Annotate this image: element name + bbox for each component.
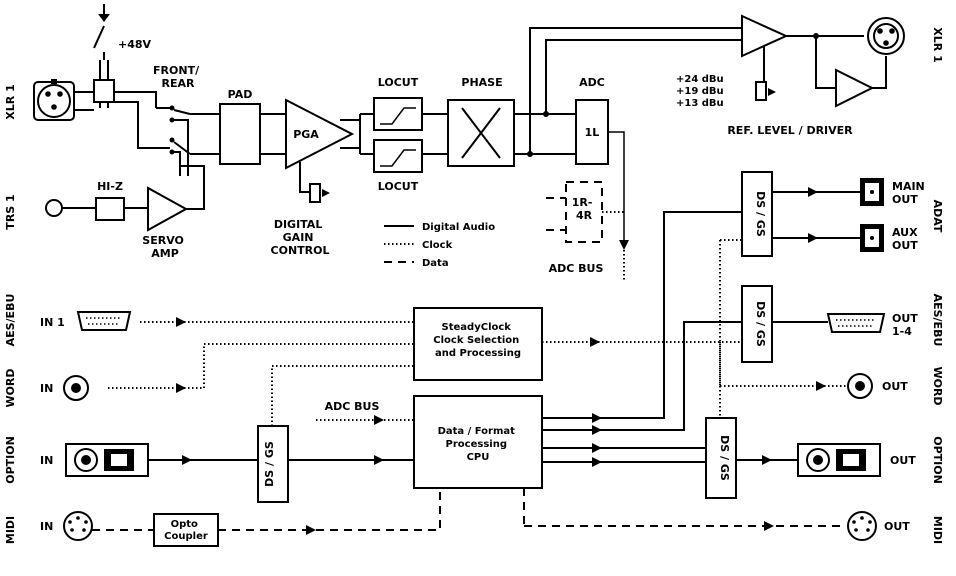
dsgs-block-option-in [257,425,289,503]
label-word-out: WORD [931,366,944,405]
dsgs-label-adat: DS / GS [754,191,767,237]
phantom-label: +48V [118,38,152,51]
aux-out-label: AUX OUT [892,226,921,252]
word-out-label: OUT [882,380,908,393]
aes-out-label: OUT 1-4 [892,312,922,338]
cpu-label: Data / Format Processing CPU [438,426,519,463]
adat-main-out-connector [860,178,884,206]
ref-level-switch [755,81,767,101]
xlr-output-connector [867,17,905,55]
hiz-block [95,197,125,221]
dsgs-label-aes: DS / GS [754,301,767,347]
gain-control-symbol [309,183,321,203]
output-feedback-amp [835,68,875,108]
digital-gain-label: DIGITAL GAIN CONTROL [271,218,330,257]
label-trs-in: TRS 1 [4,194,17,229]
word-in-label: IN [40,382,53,395]
label-aes-out: AES/EBU [931,294,944,347]
legend-data: Data [422,258,449,269]
aes-in-label: IN 1 [40,316,65,329]
label-word-in: WORD [4,368,17,407]
phantom-switch [93,4,115,108]
adc-label: ADC [579,76,605,89]
pga-label: PGA [293,128,319,141]
adc-bus-label: ADC BUS [549,262,604,275]
label-xlr-out: XLR 1 [931,27,944,62]
option-out-connector [797,443,881,477]
midi-out-label: OUT [884,520,910,533]
locut-label-bottom: LOCUT [378,180,419,193]
option-in-connector [65,443,149,477]
midi-in-label: IN [40,520,53,533]
word-in-connector [63,375,89,401]
servo-amp [147,186,189,232]
front-rear-label: FRONT/ REAR [153,64,203,90]
aes-in-connector [76,311,132,331]
servo-amp-label: SERVO AMP [142,234,187,260]
dsgs-label-option: DS / GS [718,435,731,481]
adc-1l-label: 1L [585,126,600,139]
main-out-label: MAIN OUT [892,180,929,206]
dsgs-block-option [705,417,737,499]
pad-block [219,103,261,165]
xlr-input-connector [33,79,75,121]
ref-levels-label: +24 dBu +19 dBu +13 dBu [676,74,727,109]
aes-out-connector [826,313,886,333]
option-out-label: OUT [890,454,916,467]
pad-label: PAD [228,88,253,101]
label-midi-in: MIDI [4,516,17,544]
steadyclock-block [413,307,543,381]
trs-input-jack [45,199,63,217]
option-in-label: IN [40,454,53,467]
label-option-in: OPTION [4,436,17,484]
opto-coupler-block [153,513,219,547]
cpu-block [413,395,543,489]
label-midi-out: MIDI [931,516,944,544]
locut-label-top: LOCUT [378,76,419,89]
phase-label: PHASE [461,76,502,89]
legend-clock: Clock [422,240,453,251]
adat-aux-out-connector [860,224,884,252]
label-option-out: OPTION [931,436,944,484]
midi-in-connector [63,511,93,541]
legend: Digital Audio Clock Data [384,222,495,269]
locut-block-bottom [373,139,423,173]
adc-1r4r-block [565,181,603,243]
adc-1r4r-label: 1R- 4R [572,196,597,222]
dsgs-label-option-in: DS / GS [263,441,276,487]
locut-block-top [373,97,423,131]
dsgs-block-adat [741,171,773,257]
adc-bus-in-label: ADC BUS [325,400,380,413]
label-xlr-in: XLR 1 [4,84,17,119]
legend-digital-audio: Digital Audio [422,222,495,233]
steadyclock-label: SteadyClock Clock Selection and Processi… [433,322,523,359]
ref-level-driver-label: REF. LEVEL / DRIVER [727,124,853,137]
label-aes-in: AES/EBU [4,294,17,347]
pga-amp [285,98,355,170]
opto-coupler-label: Opto Coupler [164,519,208,542]
hiz-label: HI-Z [97,180,123,193]
word-out-connector [847,373,873,399]
label-adat-out: ADAT [931,200,944,233]
adc-block [575,99,609,165]
dsgs-block-aes [741,285,773,363]
midi-out-connector [847,511,877,541]
